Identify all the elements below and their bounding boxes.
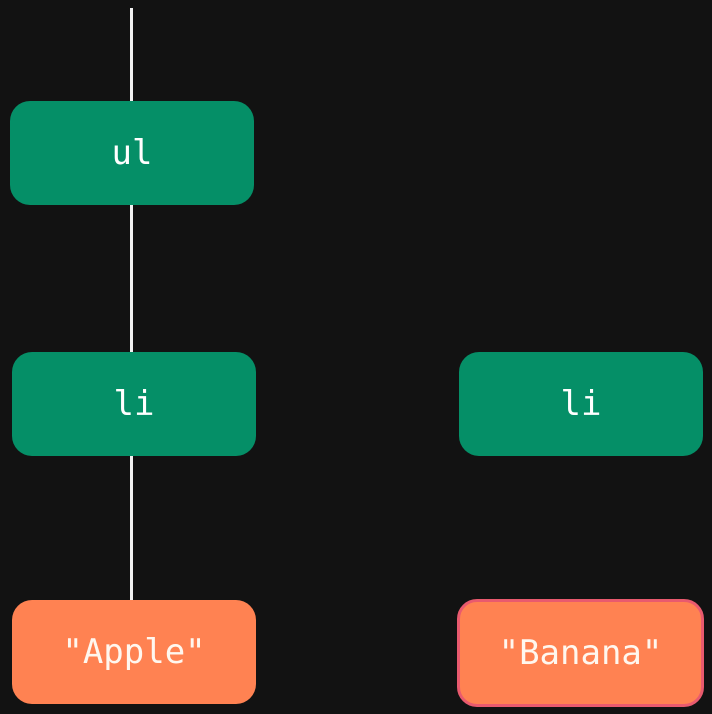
li-node-1: li — [12, 352, 256, 456]
text-node-banana-label: "Banana" — [498, 633, 663, 673]
li-node-2: li — [459, 352, 703, 456]
ul-node: ul — [10, 101, 254, 205]
li-node-1-label: li — [113, 384, 155, 424]
edge-ul-to-li — [130, 204, 133, 354]
ul-node-label: ul — [111, 133, 153, 173]
edge-parent-to-ul — [130, 8, 133, 102]
text-node-banana: "Banana" — [457, 599, 704, 707]
text-node-apple: "Apple" — [12, 600, 256, 704]
edge-li-to-apple — [130, 454, 133, 602]
li-node-2-label: li — [560, 384, 602, 424]
text-node-apple-label: "Apple" — [62, 632, 206, 672]
